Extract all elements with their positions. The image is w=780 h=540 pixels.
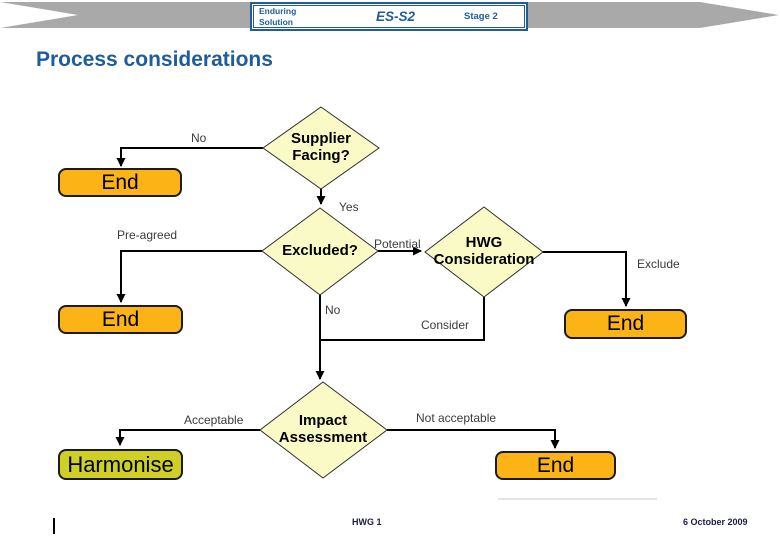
edge-label-pre-agreed: Pre-agreed bbox=[117, 228, 178, 242]
excluded-diamond bbox=[261, 207, 379, 296]
edge-impact-notacceptable bbox=[387, 429, 560, 449]
program-name-line2: Solution bbox=[259, 16, 293, 27]
edge-supplier-no bbox=[116, 147, 263, 167]
edge-hwg-consider bbox=[321, 297, 485, 341]
hwg-consideration-label: HWG Consideration bbox=[414, 207, 554, 297]
edge-hwg-exclude bbox=[543, 251, 631, 307]
edge-label-no-excluded: No bbox=[325, 303, 341, 317]
footer-date: 6 October 2009 bbox=[683, 517, 748, 527]
supplier-facing-diamond bbox=[262, 106, 380, 190]
edge-label-acceptable: Acceptable bbox=[184, 413, 244, 427]
harmonise-box: Harmonise bbox=[58, 449, 183, 480]
end-box-top-left: End bbox=[58, 168, 182, 197]
impact-assessment-label: Impact Assessment bbox=[253, 382, 393, 478]
edge-label-exclude: Exclude bbox=[637, 257, 680, 271]
page-title: Process considerations bbox=[36, 48, 273, 71]
supplier-facing-line1: Supplier bbox=[290, 130, 351, 148]
supplier-facing-label: Supplier Facing? bbox=[253, 107, 389, 189]
edge-label-potential: Potential bbox=[374, 237, 421, 251]
hwg-line2: Consideration bbox=[433, 251, 535, 268]
excluded-line1: Excluded? bbox=[282, 242, 358, 260]
edge-label-yes: Yes bbox=[339, 200, 359, 214]
program-name: Enduring Solution bbox=[254, 6, 331, 26]
stage-label: Stage 2 bbox=[464, 11, 498, 22]
edge-excluded-preagreed bbox=[116, 250, 262, 303]
end-box-mid-left: End bbox=[58, 305, 183, 334]
edge-label-consider: Consider bbox=[421, 318, 470, 332]
hwg-consideration-diamond bbox=[424, 206, 544, 298]
supplier-facing-line2: Facing? bbox=[292, 147, 350, 164]
end-box-bottom-right: End bbox=[495, 451, 616, 480]
edge-label-no-supplier: No bbox=[191, 131, 207, 145]
edge-label-not-acceptable: Not acceptable bbox=[416, 411, 497, 425]
footer-tick-mark bbox=[53, 518, 55, 534]
program-code: ES-S2 bbox=[375, 9, 416, 24]
footer-faint-line bbox=[498, 498, 657, 500]
header-box: Enduring Solution ES-S2 Stage 2 bbox=[250, 2, 528, 31]
hwg-line1: HWG bbox=[465, 234, 503, 252]
impact-line1: Impact bbox=[298, 412, 348, 430]
header-box-inner: Enduring Solution ES-S2 Stage 2 bbox=[253, 5, 525, 28]
end-box-mid-right: End bbox=[564, 309, 687, 339]
program-name-line1: Enduring bbox=[259, 6, 297, 17]
impact-assessment-diamond bbox=[259, 381, 388, 479]
impact-line2: Assessment bbox=[278, 429, 368, 446]
footer-slide-label: HWG 1 bbox=[352, 517, 382, 527]
edge-impact-acceptable bbox=[115, 429, 260, 446]
excluded-label: Excluded? bbox=[252, 208, 388, 295]
